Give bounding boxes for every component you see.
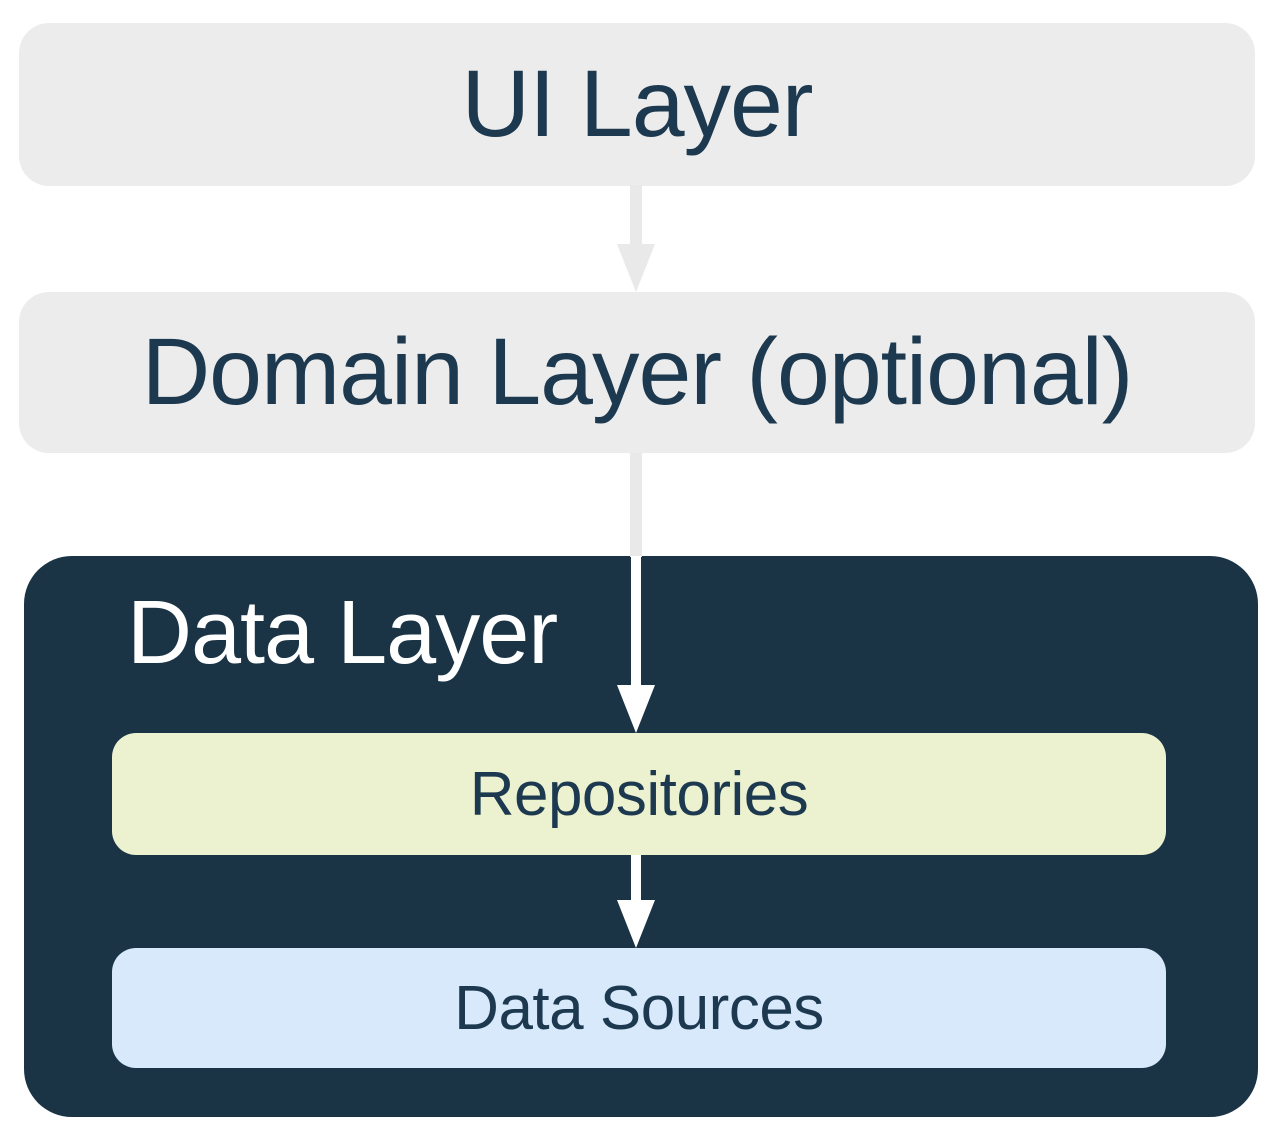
repositories-label: Repositories: [469, 759, 809, 829]
arrow-repositories-to-data-sources-shaft: [631, 855, 641, 901]
arrow-domain-to-repositories-shaft-white: [631, 556, 641, 686]
ui-layer-label: UI Layer: [461, 51, 813, 157]
arrow-domain-to-repositories-shaft-gray: [630, 453, 642, 557]
data-sources-box: Data Sources: [112, 948, 1166, 1068]
data-sources-label: Data Sources: [454, 973, 824, 1043]
domain-layer-box: Domain Layer (optional): [19, 292, 1255, 453]
arrow-domain-to-repositories-head-icon: [617, 685, 655, 733]
data-layer-label: Data Layer: [127, 583, 558, 683]
arrow-repositories-to-data-sources-head-icon: [617, 900, 655, 948]
repositories-box: Repositories: [112, 733, 1166, 855]
arrow-ui-to-domain-head-icon: [617, 244, 655, 292]
domain-layer-label: Domain Layer (optional): [141, 319, 1134, 425]
ui-layer-box: UI Layer: [19, 23, 1255, 186]
arrow-ui-to-domain-shaft: [630, 185, 642, 245]
